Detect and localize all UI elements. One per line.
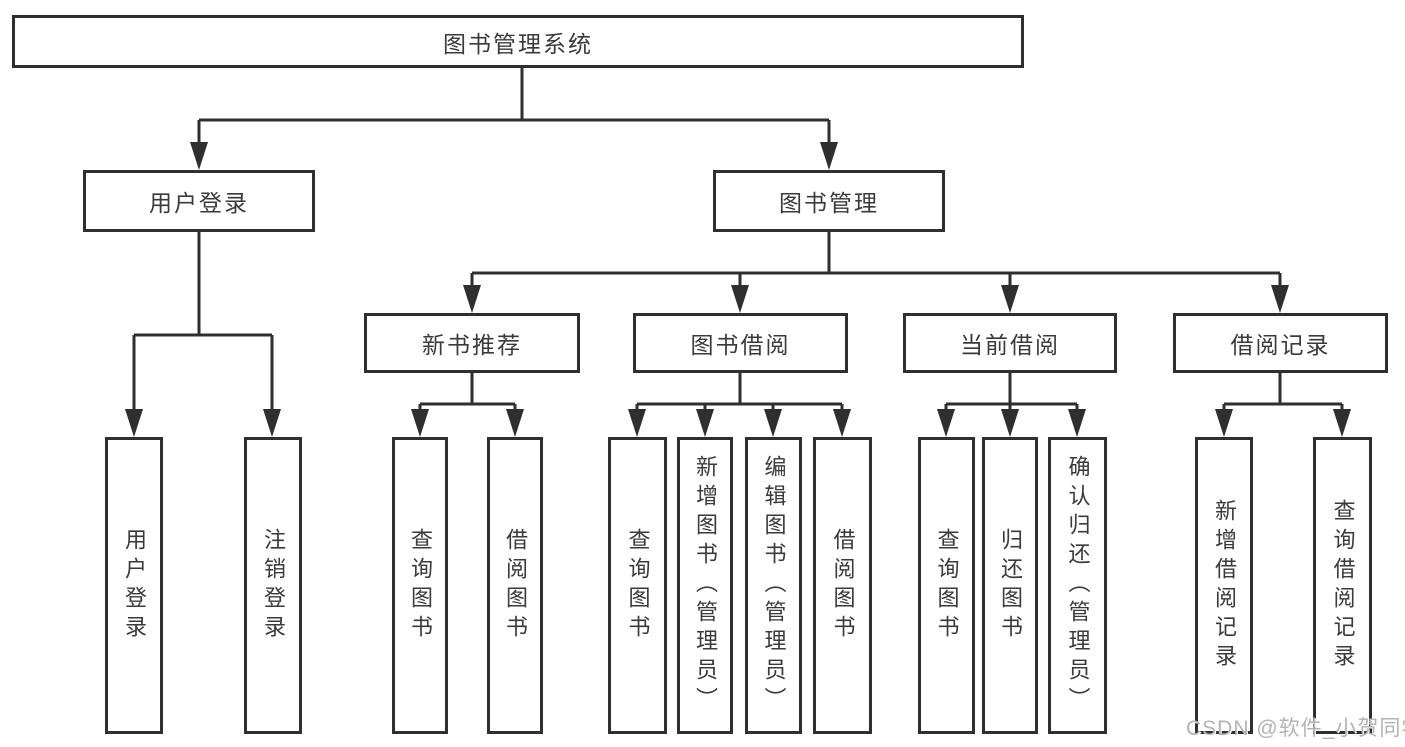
leaf-query-borrow-record: 查询借阅记录 bbox=[1313, 437, 1372, 734]
leaf-query-books-2: 查询图书 bbox=[608, 437, 667, 734]
node-current-borrowing: 当前借阅 bbox=[903, 313, 1117, 373]
node-label: 编辑图书（管理员） bbox=[761, 455, 787, 716]
leaf-add-borrow-record: 新增借阅记录 bbox=[1195, 437, 1253, 734]
node-library-management-system: 图书管理系统 bbox=[12, 15, 1024, 68]
node-label: 归还图书 bbox=[998, 527, 1023, 644]
leaf-query-books-3: 查询图书 bbox=[918, 437, 975, 734]
node-label: 借阅记录 bbox=[1230, 332, 1331, 358]
leaf-confirm-return-admin: 确认归还（管理员） bbox=[1048, 437, 1107, 734]
leaf-borrow-books-1: 借阅图书 bbox=[487, 437, 543, 734]
node-label: 借阅图书 bbox=[503, 527, 528, 644]
node-label: 查询借阅记录 bbox=[1330, 498, 1356, 673]
leaf-add-book-admin: 新增图书（管理员） bbox=[677, 437, 733, 734]
csdn-watermark: CSDN @软件_小贺同学 bbox=[1186, 717, 1405, 740]
arrowheads bbox=[125, 142, 1351, 437]
node-label: 确认归还（管理员） bbox=[1065, 455, 1091, 716]
leaf-borrow-books-2: 借阅图书 bbox=[813, 437, 872, 734]
node-label: 图书管理系统 bbox=[443, 30, 593, 57]
node-label: 借阅图书 bbox=[830, 527, 856, 644]
node-label: 查询图书 bbox=[934, 527, 960, 644]
node-user-login: 用户登录 bbox=[83, 170, 315, 232]
node-label: 新增借阅记录 bbox=[1212, 498, 1237, 673]
leaf-query-books-1: 查询图书 bbox=[392, 437, 448, 734]
node-label: 查询图书 bbox=[625, 527, 651, 644]
leaf-return-book: 归还图书 bbox=[982, 437, 1038, 734]
node-label: 当前借阅 bbox=[960, 332, 1060, 358]
node-label: 新书推荐 bbox=[422, 332, 522, 358]
node-label: 用户登录 bbox=[122, 527, 147, 644]
node-label: 用户登录 bbox=[149, 190, 249, 216]
node-label: 新增图书（管理员） bbox=[693, 455, 718, 716]
node-book-management: 图书管理 bbox=[713, 170, 945, 232]
node-new-book-recommend: 新书推荐 bbox=[364, 313, 580, 373]
leaf-edit-book-admin: 编辑图书（管理员） bbox=[745, 437, 802, 734]
tree-edges bbox=[132, 68, 1344, 432]
node-label: 图书管理 bbox=[779, 190, 879, 216]
node-label: 图书借阅 bbox=[690, 332, 791, 358]
leaf-logout: 注销登录 bbox=[244, 437, 302, 734]
node-label: 查询图书 bbox=[408, 527, 433, 644]
leaf-user-login: 用户登录 bbox=[105, 437, 163, 734]
node-book-borrowing: 图书借阅 bbox=[633, 313, 848, 373]
node-label: 注销登录 bbox=[261, 527, 286, 644]
node-borrow-records: 借阅记录 bbox=[1173, 313, 1388, 373]
